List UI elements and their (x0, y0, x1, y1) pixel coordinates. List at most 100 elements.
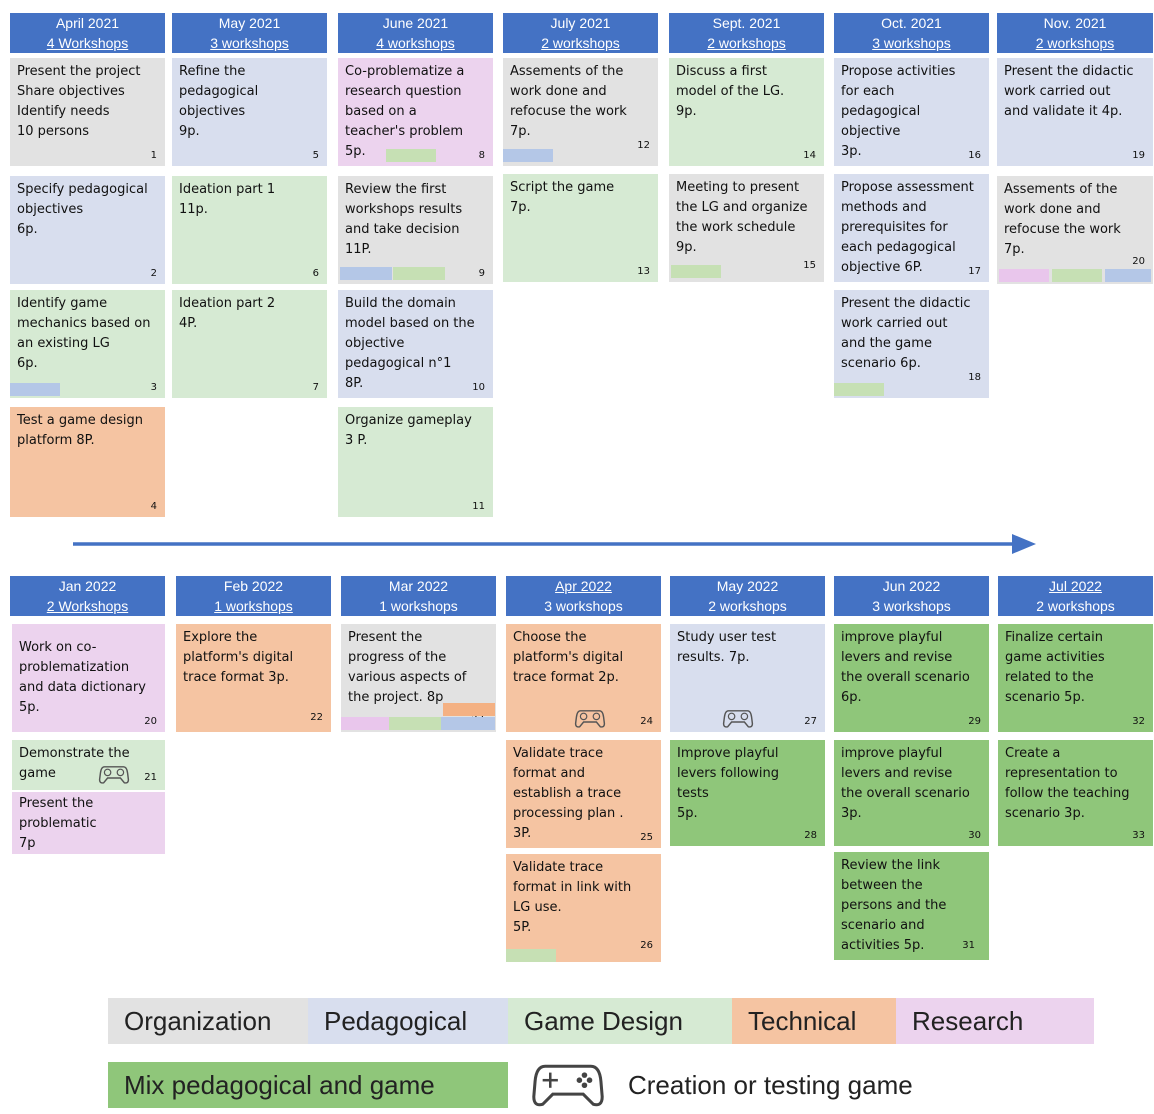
workshop-text: Assements of the work done and refocuse … (1004, 182, 1121, 257)
legend-label: Organization (124, 1006, 272, 1036)
workshop-number: 25 (640, 832, 653, 843)
workshop-text: Propose assessment methods and prerequis… (841, 180, 974, 275)
workshop-card: Create a representation to follow the te… (998, 740, 1153, 846)
workshop-text: Validate trace format and establish a tr… (513, 746, 624, 841)
legend-organization: Organization (108, 998, 308, 1044)
workshop-number: 3 (150, 382, 157, 393)
category-bar-game-design (389, 717, 441, 730)
month-label: Jan 2022 (58, 578, 117, 594)
workshop-number: 24 (640, 716, 653, 727)
month-header-may-2021: May 2021 3 workshops (172, 13, 327, 53)
workshop-count: 2 Workshops (46, 598, 129, 614)
workshop-number: 2 (150, 268, 157, 279)
category-bar-pedagogical (441, 717, 495, 730)
workshop-card: Present the problematic 7p (12, 792, 165, 854)
workshop-card: Identify game mechanics based on an exis… (10, 290, 165, 398)
gamepad-icon (98, 766, 130, 784)
workshop-text: Script the game 7p. (510, 180, 615, 215)
month-header-oct-2021: Oct. 2021 3 workshops (834, 13, 989, 53)
workshop-number: 20 (144, 716, 157, 727)
workshop-number: 12 (637, 140, 650, 151)
workshop-text: Identify game mechanics based on an exis… (17, 296, 151, 371)
workshop-card: Test a game design platform 8P.4 (10, 407, 165, 517)
month-label: Mar 2022 (388, 578, 449, 594)
workshop-number: 15 (803, 260, 816, 271)
workshop-card: Validate trace format in link with LG us… (506, 854, 661, 962)
workshop-card: Build the domain model based on the obje… (338, 290, 493, 398)
workshop-number: 7 (312, 382, 319, 393)
workshop-card: Meeting to present the LG and organize t… (669, 174, 824, 282)
month-label: Oct. 2021 (881, 15, 942, 31)
workshop-card: Review the first workshops results and t… (338, 176, 493, 284)
workshop-text: Validate trace format in link with LG us… (513, 860, 632, 935)
workshop-card: Ideation part 2 4P. 7 (172, 290, 327, 398)
workshop-card: Present the project Share objectives Ide… (10, 58, 165, 166)
workshop-card: Validate trace format and establish a tr… (506, 740, 661, 848)
workshop-count: 3 workshops (872, 598, 951, 614)
workshop-text: Meeting to present the LG and organize t… (676, 180, 808, 255)
gamepad-icon (532, 1064, 604, 1107)
workshop-card: Study user test results. 7p.27 (670, 624, 825, 732)
workshop-text: Choose the platform's digital trace form… (513, 630, 624, 685)
workshop-text: Organize gameplay 3 P. (345, 413, 472, 448)
legend-pedagogical: Pedagogical (308, 998, 508, 1044)
workshop-card: Present the didactic work carried out an… (997, 58, 1153, 166)
workshop-card: Propose activities for each pedagogical … (834, 58, 989, 166)
category-bar-pedagogical (340, 267, 392, 280)
workshop-card: Co-problematize a research question base… (338, 58, 493, 166)
workshop-count: 2 workshops (541, 35, 620, 51)
workshop-card: Present the progress of the various aspe… (341, 624, 496, 732)
workshop-count: 1 workshops (379, 598, 458, 614)
workshop-count: 2 workshops (707, 35, 786, 51)
workshop-text: Build the domain model based on the obje… (345, 296, 475, 391)
workshop-count: 3 workshops (872, 35, 951, 51)
workshop-text: Present the didactic work carried out an… (841, 296, 971, 371)
workshop-card: Work on co- problematization and data di… (12, 624, 165, 732)
month-label: Sept. 2021 (712, 15, 781, 31)
timeline-arrow-head (1012, 534, 1036, 554)
workshop-number: 4 (150, 501, 157, 512)
workshop-number: 32 (1132, 716, 1145, 727)
workshop-number: 26 (640, 940, 653, 951)
workshop-number: 11 (472, 501, 485, 512)
workshop-number: 5 (312, 150, 319, 161)
workshop-count: 3 workshops (210, 35, 289, 51)
gamepad-icon (722, 710, 754, 728)
legend-label: Creation or testing game (628, 1070, 913, 1100)
month-label: Nov. 2021 (1043, 15, 1107, 31)
month-header-jul-2022: Jul 2022 2 workshops (998, 576, 1153, 616)
workshop-number: 31 (962, 940, 975, 951)
month-label: Jun 2022 (882, 578, 941, 594)
workshop-count: 2 workshops (1036, 598, 1115, 614)
workshop-card: Choose the platform's digital trace form… (506, 624, 661, 732)
month-label: July 2021 (550, 15, 611, 31)
category-bar-research (341, 717, 389, 730)
workshop-text: Ideation part 2 4P. (179, 296, 276, 331)
workshop-card: Ideation part 1 11p.6 (172, 176, 327, 284)
workshop-number: 22 (310, 712, 323, 723)
month-label: Jul 2022 (1049, 578, 1102, 594)
workshop-text: Discuss a first model of the LG. 9p. (676, 64, 785, 119)
workshop-number: 13 (637, 266, 650, 277)
month-label: May 2021 (218, 15, 281, 31)
workshop-card: Script the game 7p. 13 (503, 174, 658, 282)
workshop-number: 18 (968, 372, 981, 383)
workshop-count: 2 workshops (708, 598, 787, 614)
category-bar-game-design (671, 265, 721, 278)
workshop-count: 4 workshops (376, 35, 455, 51)
workshop-number: 16 (968, 150, 981, 161)
month-header-sep-2021: Sept. 2021 2 workshops (669, 13, 824, 53)
workshop-number: 20 (1132, 256, 1145, 267)
workshop-card: Refine the pedagogical objectives 9p.5 (172, 58, 327, 166)
category-bar-pedagogical (10, 383, 60, 396)
category-bar-game-design (393, 267, 445, 280)
workshop-card: Organize gameplay 3 P. 11 (338, 407, 493, 517)
workshop-text: Present the problematic 7p (19, 796, 97, 851)
legend-mix-pedagogical-and-game: Mix pedagogical and game (108, 1062, 508, 1108)
legend-creation-or-testing-game: Creation or testing game (612, 1062, 972, 1108)
